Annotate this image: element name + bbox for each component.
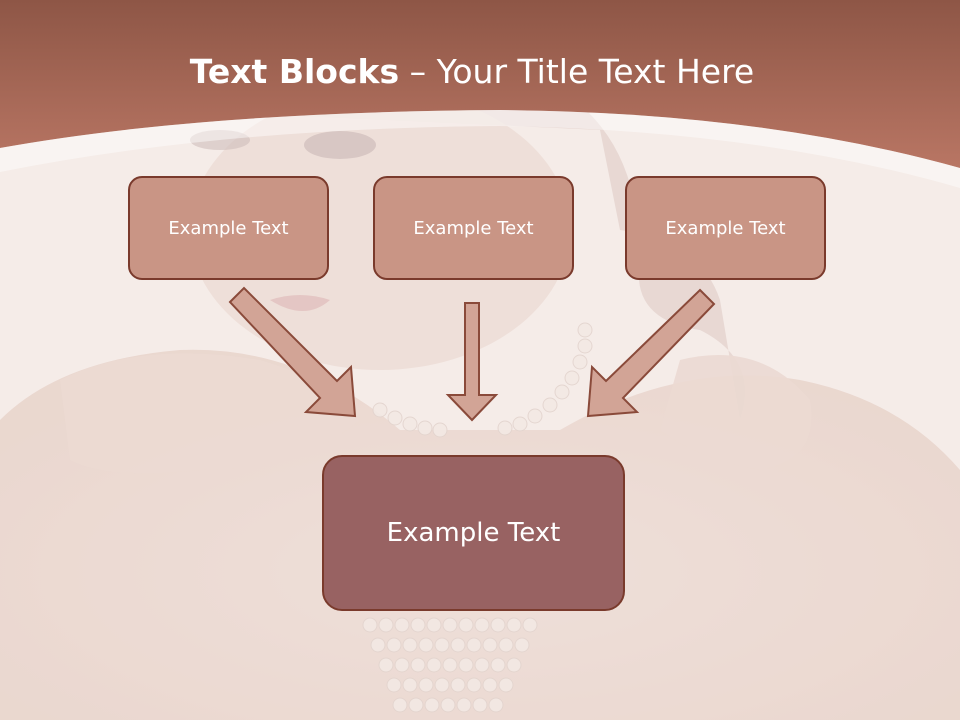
slide-title: Text Blocks – Your Title Text Here bbox=[0, 52, 944, 91]
title-bold: Text Blocks bbox=[189, 52, 400, 91]
text-block-label: Example Text bbox=[665, 217, 786, 239]
arrow-right bbox=[586, 288, 716, 418]
text-block-top-right[interactable]: Example Text bbox=[625, 176, 826, 280]
title-rest: – Your Title Text Here bbox=[399, 52, 755, 91]
arrow-center bbox=[445, 302, 499, 422]
text-block-label: Example Text bbox=[168, 217, 289, 239]
text-block-label: Example Text bbox=[386, 518, 561, 548]
text-block-bottom[interactable]: Example Text bbox=[322, 455, 625, 611]
text-block-top-center[interactable]: Example Text bbox=[373, 176, 574, 280]
text-block-top-left[interactable]: Example Text bbox=[128, 176, 329, 280]
text-block-label: Example Text bbox=[413, 217, 534, 239]
arrow-left bbox=[228, 286, 357, 418]
